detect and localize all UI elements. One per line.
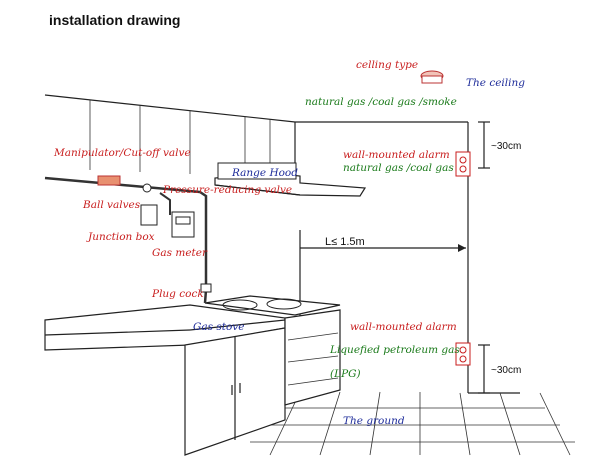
label-the-ceiling: The ceiling [466,77,525,89]
label-gas-meter: Gas meter [152,247,208,259]
label-lpg: Liquefied petroleum gas [329,344,460,356]
label-manipulator: Manipulator/Cut-off valve [53,147,191,159]
label-plug-cock: Plug cock [151,288,204,300]
wall-alarm-bottom [455,342,471,366]
gas-pipe [44,175,212,304]
label-junction-box: Junction box [86,231,155,243]
page-title: installation drawing [49,12,181,28]
label-ceiling-type: celling type [356,59,418,71]
label-range-hood: Range Hood [231,167,298,179]
label-distance-l: L≤ 1.5m [325,236,365,248]
label-lpg-abbr: (LPG) [330,368,361,380]
ceiling-detector [420,70,444,84]
label-dist-top: ~30cm [491,141,521,152]
gas-stove [204,295,341,316]
label-the-ground: The ground [343,415,405,427]
label-natural-gas-smoke: natural gas /coal gas /smoke [305,96,457,108]
floor-tiles [250,391,575,456]
dimension-lines [300,121,490,394]
label-wall-alarm-top: wall-mounted alarm [343,149,450,161]
label-wall-alarm-bottom: wall-mounted alarm [350,321,457,333]
label-dist-bottom: ~30cm [491,365,521,376]
label-natural-gas-coal: natural gas /coal gas [343,162,454,174]
label-pressure-valve: Pressure-reducing valve [162,184,292,196]
label-ball-valves: Ball valves [82,199,141,211]
label-gas-stove: Gas stove [193,321,244,333]
wall-alarm-top [455,151,471,177]
kitchen-counter [44,230,341,456]
range-hood [214,162,367,197]
